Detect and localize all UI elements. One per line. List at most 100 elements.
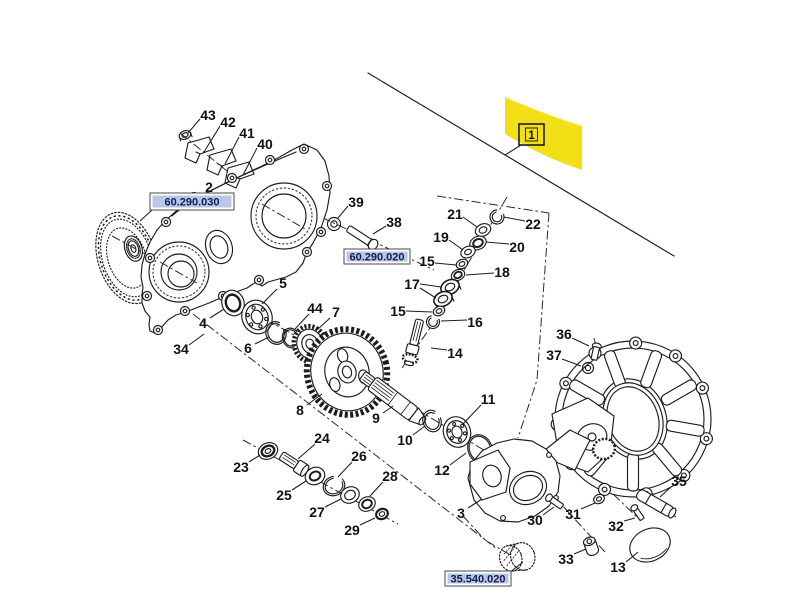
leader-10 xyxy=(412,425,426,436)
leader-25 xyxy=(291,480,307,491)
leader-12 xyxy=(449,452,467,466)
callout-6: 6 xyxy=(244,340,252,356)
fastener-chain-art xyxy=(425,209,505,330)
leader-35 xyxy=(659,486,672,498)
highlight-callout-box xyxy=(518,123,545,146)
callout-39: 39 xyxy=(348,194,364,210)
callout-41: 41 xyxy=(239,125,255,141)
callout-35: 35 xyxy=(671,473,687,489)
cap-13-art xyxy=(629,527,671,563)
leader-20 xyxy=(485,241,510,245)
callout-27: 27 xyxy=(309,504,325,520)
bolt-30-art xyxy=(545,493,564,510)
callout-19: 19 xyxy=(433,229,449,245)
leader-26 xyxy=(337,461,353,478)
highlight-band-group xyxy=(367,72,675,257)
highlight-callout-1: 1 xyxy=(528,128,535,142)
callout-9: 9 xyxy=(372,410,380,426)
highlight-callout-layer: 1 xyxy=(504,123,545,156)
callout-10: 10 xyxy=(397,432,413,448)
ref-box-35.540.020[interactable]: 35.540.020 xyxy=(444,570,512,587)
leader-6 xyxy=(254,336,270,345)
shim-plates-art xyxy=(178,129,255,189)
bolt-38-art xyxy=(346,225,379,251)
leader-22 xyxy=(503,216,526,222)
callout-11: 11 xyxy=(481,391,496,407)
stud-32-art xyxy=(630,504,645,521)
callout-20: 20 xyxy=(509,239,525,255)
leader-15 xyxy=(405,310,433,313)
refbox-leader xyxy=(139,209,153,222)
callout-4: 4 xyxy=(199,315,207,331)
leader-42 xyxy=(203,125,221,153)
leader2-17 xyxy=(419,287,437,299)
callout-7: 7 xyxy=(332,304,340,320)
leader-32 xyxy=(623,517,636,522)
callout-12: 12 xyxy=(434,462,450,478)
callout-28: 28 xyxy=(382,468,398,484)
main-diagonal-line xyxy=(367,72,675,257)
callout-17: 17 xyxy=(404,276,420,292)
ref-code-text: 35.540.020 xyxy=(450,574,505,586)
callout-3: 3 xyxy=(457,505,465,521)
ref-code-text: 60.290.020 xyxy=(349,252,404,264)
leader-30 xyxy=(542,506,555,516)
centerline-in-bores xyxy=(159,203,306,284)
leader-11 xyxy=(462,404,482,425)
callout-2: 2 xyxy=(205,179,213,195)
callout-15: 15 xyxy=(390,303,406,319)
leader-39 xyxy=(337,205,349,219)
leader-3 xyxy=(467,498,483,509)
leader-31 xyxy=(580,502,596,510)
washer-39-art xyxy=(326,216,342,232)
callout-43: 43 xyxy=(200,107,216,123)
leader-29 xyxy=(359,517,376,526)
leader-18 xyxy=(465,272,495,276)
callout-42: 42 xyxy=(220,114,236,130)
bevel-pinion-art xyxy=(401,318,424,367)
callout-16: 16 xyxy=(467,314,483,330)
reference-part-dotted-art xyxy=(498,542,536,572)
plug-31-art xyxy=(593,493,605,505)
callout-13: 13 xyxy=(610,559,626,575)
leader-5 xyxy=(261,288,278,305)
leader-40 xyxy=(242,147,258,176)
ref-box-60.290.020[interactable]: 60.290.020 xyxy=(343,248,411,265)
callout-40: 40 xyxy=(257,136,273,152)
leader-14 xyxy=(430,347,448,351)
callout-37: 37 xyxy=(546,347,562,363)
bearing-11-art xyxy=(442,416,472,448)
leader-36 xyxy=(571,337,590,347)
callout-30: 30 xyxy=(527,512,543,528)
leader-4 xyxy=(209,308,225,319)
callout-44: 44 xyxy=(307,300,323,316)
leader-17 xyxy=(419,283,442,288)
leader-27 xyxy=(324,498,342,508)
leader-44 xyxy=(294,313,310,330)
leader-24 xyxy=(297,443,316,460)
leader-37 xyxy=(561,358,582,367)
leader-19 xyxy=(448,239,464,251)
leader-23 xyxy=(248,454,261,463)
callout-25: 25 xyxy=(276,487,292,503)
callout-32: 32 xyxy=(608,518,624,534)
highlight-callout-inner-box xyxy=(525,127,538,142)
leader-34 xyxy=(188,333,205,346)
pin-35-art xyxy=(636,489,677,519)
callout-22: 22 xyxy=(525,216,541,232)
callout-18: 18 xyxy=(494,264,510,280)
leader-38 xyxy=(372,225,387,235)
callout-34: 34 xyxy=(173,341,189,357)
callout-21: 21 xyxy=(447,206,463,222)
front-cover-plate-art xyxy=(140,143,333,336)
callout-14: 14 xyxy=(447,345,463,361)
leader-7 xyxy=(316,317,331,331)
leader-21 xyxy=(462,216,478,228)
ref-box-60.290.030[interactable]: 60.290.030 xyxy=(149,192,235,211)
callout-31: 31 xyxy=(565,506,581,522)
leader-13 xyxy=(625,551,639,563)
callout-29: 29 xyxy=(344,522,360,538)
